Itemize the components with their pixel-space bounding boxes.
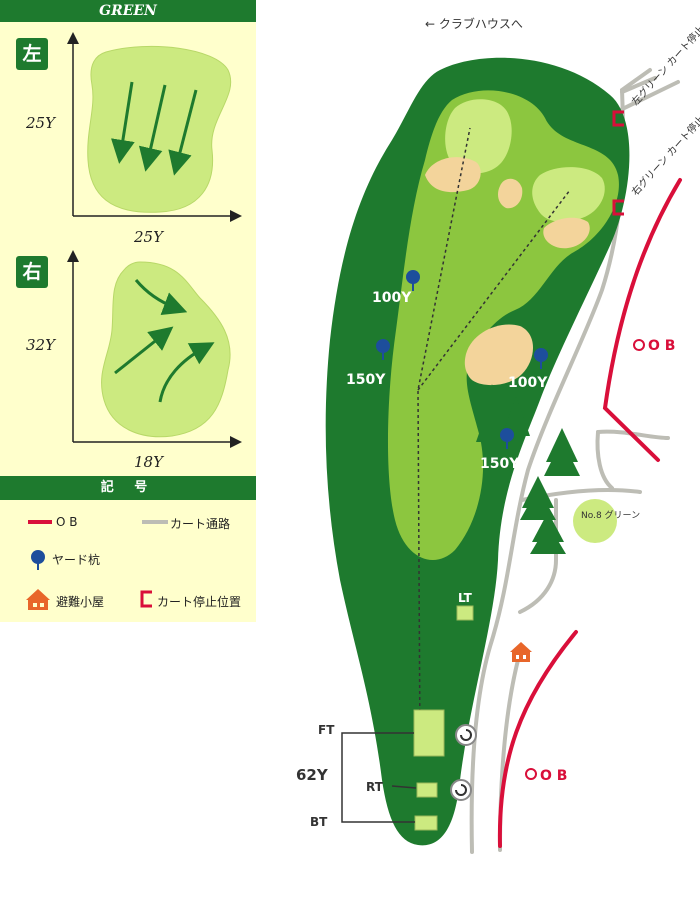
bunkers: [425, 157, 590, 386]
yard-post-symbol: [31, 550, 45, 570]
right-green-badge: 右: [16, 256, 48, 288]
left-green-shape: [87, 45, 232, 213]
no8-green-label: No.8 グリーン: [581, 509, 640, 521]
right-green-dimensions: [67, 250, 242, 448]
ob-circle-1: [633, 339, 645, 351]
back-tee-box: [414, 815, 438, 831]
yard-posts: [376, 270, 548, 449]
shelter-icon: [26, 589, 50, 610]
cart-stop-symbol: [140, 590, 152, 608]
shelter-icon: [510, 642, 532, 662]
ob-label-2: O B: [540, 768, 567, 784]
left-green-depth: 25Y: [26, 114, 55, 132]
left-green: [445, 99, 512, 174]
yard-label-4: 150Y: [480, 456, 520, 472]
right-green-cart-stop-label: 右グリーン カート停止位置: [629, 98, 700, 198]
legend-header: 記 号: [0, 476, 256, 500]
right-green-width: 18Y: [134, 453, 163, 471]
legend-shelter: 避難小屋: [56, 595, 105, 609]
legend-symbols: [26, 520, 168, 610]
tee-distance-label: 62Y: [296, 766, 329, 784]
regular-tee-box: [416, 782, 438, 798]
green-diagrams: [67, 32, 242, 448]
legend-ob: O B: [56, 515, 78, 529]
yard-label-3: 100Y: [508, 375, 548, 391]
green-info-panel: GREEN 左 右: [0, 0, 256, 622]
ob-lines: [497, 178, 682, 848]
no8-green: [573, 499, 617, 543]
ob-circle-2: [525, 768, 537, 780]
front-tee-box: [413, 709, 445, 757]
cart-stop-markers: [612, 110, 624, 216]
yard-label-1: 100Y: [372, 290, 412, 306]
clubhouse-label: ← クラブハウスへ: [425, 16, 523, 31]
yard-label-2: 150Y: [346, 372, 386, 388]
green-header: GREEN: [0, 0, 256, 22]
ob-label-1: O B: [648, 338, 675, 354]
legend-yard-post: ヤード杭: [52, 553, 101, 567]
tees: [413, 605, 474, 831]
left-green-cart-stop-label: 左グリーン カート停止位置: [629, 8, 700, 108]
tee-bracket: [341, 732, 417, 823]
left-green-width: 25Y: [134, 228, 163, 246]
left-green-dimensions: [67, 32, 242, 222]
right-green-shape: [101, 261, 231, 438]
regular-tee-label: RT: [366, 780, 384, 794]
play-line: [417, 127, 571, 749]
lady-tee-label: LT: [458, 591, 473, 605]
right-green-depth: 32Y: [26, 336, 55, 354]
legend-cart-stop: カート停止位置: [157, 595, 242, 609]
lady-tee-box: [456, 605, 474, 621]
legend-cart-path: カート通路: [170, 517, 231, 531]
cart-return-icons: [450, 724, 477, 801]
left-green-badge: 左: [16, 38, 48, 70]
right-green: [532, 167, 605, 222]
back-tee-label: BT: [310, 815, 328, 829]
trees: [476, 384, 580, 554]
front-tee-label: FT: [318, 723, 335, 737]
